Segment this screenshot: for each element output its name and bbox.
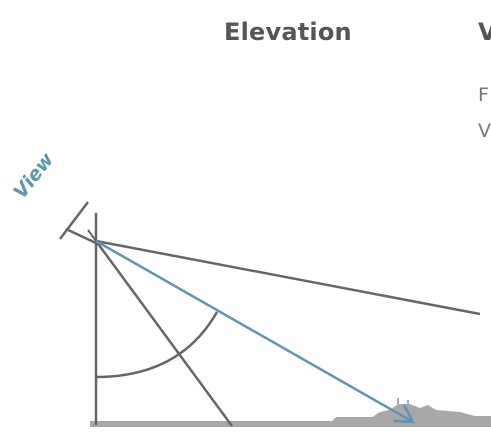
view-marker-tick xyxy=(65,227,99,246)
ground-line xyxy=(90,421,491,427)
angle-arc xyxy=(95,311,219,379)
diagonal-line xyxy=(94,240,234,427)
target-vessel xyxy=(332,404,491,421)
sightline-arrowhead xyxy=(393,404,416,424)
clipped-text-line-1: F xyxy=(478,84,489,106)
sightline xyxy=(95,239,414,424)
view-marker-line xyxy=(59,201,89,240)
panel-heading: Elevation xyxy=(224,18,352,46)
clipped-text-line-2: V xyxy=(478,120,491,142)
horizon-line xyxy=(95,239,481,316)
clipped-heading: V xyxy=(478,18,491,46)
